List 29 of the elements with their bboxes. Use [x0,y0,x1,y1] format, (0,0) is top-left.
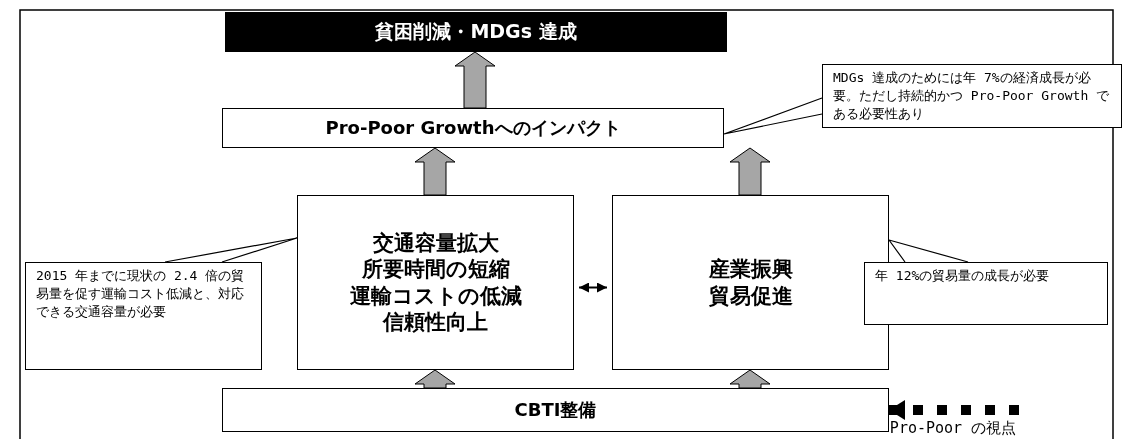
callout-pointer [723,97,823,135]
perspective-label: Pro-Poor の視点 [889,419,1017,438]
process-box [297,195,574,370]
callout-note [25,262,262,370]
block-arrow [414,147,456,196]
box-text: Pro-Poor Growthへのインパクト [325,116,621,140]
block-arrow [414,369,456,389]
box-text: 貿易促進 [708,282,793,309]
block-arrow [729,147,771,196]
note-text: MDGs 達成のためには年 7%の経済成長が必要。ただし持続的かつ Pro-Poor Growth である必要性あり [833,69,1111,124]
note-text: 2015 年までに現状の 2.4 倍の貿易量を促す運輸コスト低減と、対応できる交通容量が必要 [36,267,246,322]
block-arrow [729,369,771,389]
box-text: 運輸コストの低減 [349,282,522,309]
box-text: 所要時間の短縮 [361,256,510,283]
callout-note [864,262,1108,325]
impact-box [222,108,724,148]
double-arrow [578,282,608,293]
box-text: CBTI整備 [514,398,597,422]
callout-note [822,64,1122,128]
process-box [612,195,889,370]
box-text: 信頼性向上 [383,308,488,335]
block-arrow [454,51,496,109]
callout-pointer [888,239,969,263]
box-text: 産業振興 [708,256,793,283]
note-text: 年 12%の貿易量の成長が必要 [875,267,1051,285]
box-text: 交通容量拡大 [372,230,499,257]
foundation-box [222,388,889,432]
box-text: 貧困削減・MDGs 達成 [375,20,577,44]
goal-box [225,12,727,52]
